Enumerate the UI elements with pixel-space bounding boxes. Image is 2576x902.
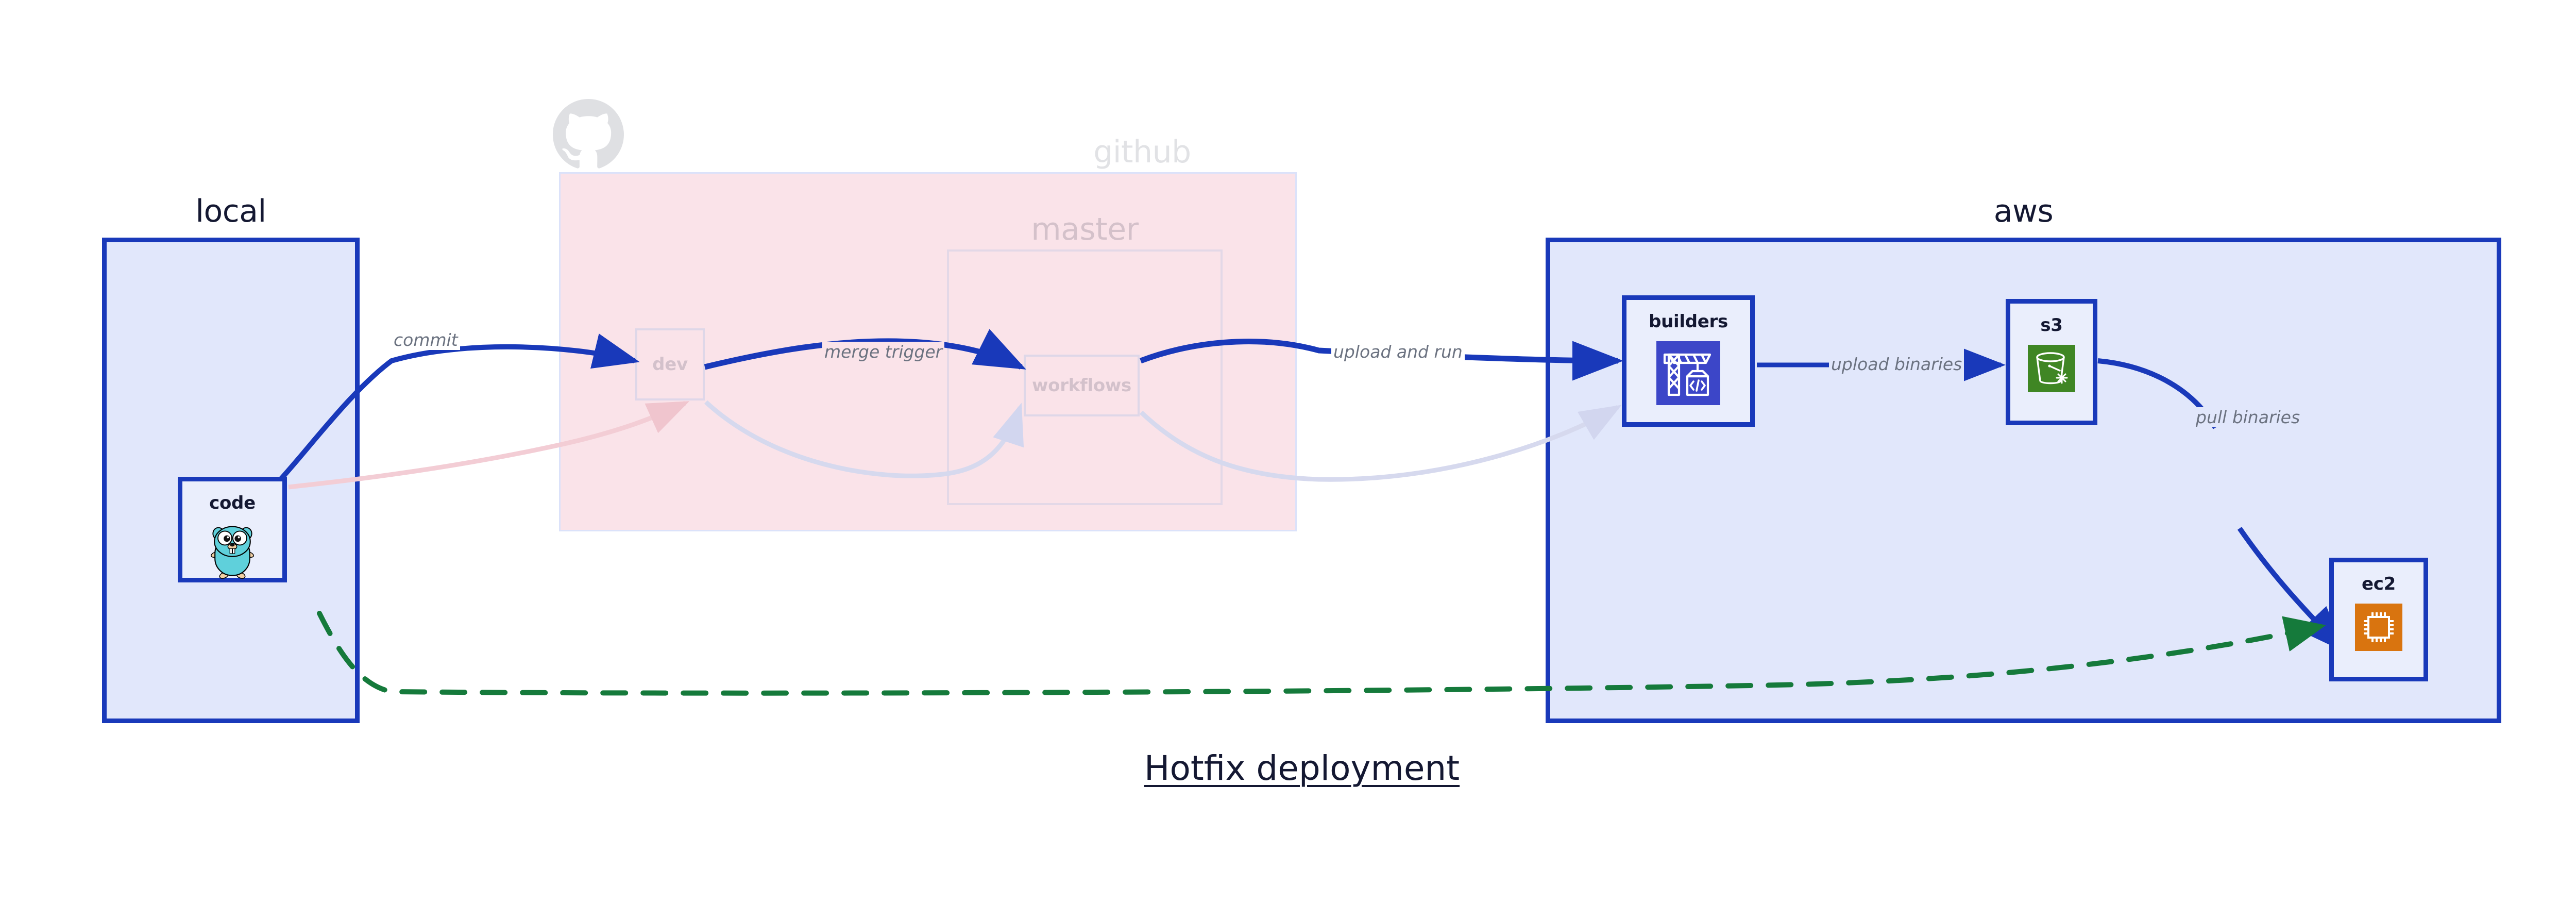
github-mark-icon <box>553 99 624 170</box>
edge-label-upload-binaries: upload binaries <box>1829 354 1964 374</box>
node-workflows-label: workflows <box>1032 375 1131 396</box>
edge-label-merge-trigger: merge trigger <box>822 342 945 362</box>
aws-ec2-cpu-chip-icon <box>2355 604 2402 653</box>
node-workflows[interactable]: workflows <box>1024 355 1140 416</box>
edge-label-upload-and-run: upload and run <box>1331 342 1465 362</box>
node-s3-label: s3 <box>2040 315 2063 336</box>
node-ec2[interactable]: ec2 <box>2329 558 2428 681</box>
aws-codebuild-crane-icon <box>1656 341 1720 407</box>
edge-label-pull-binaries: pull binaries <box>2194 407 2302 427</box>
go-gopher-icon <box>207 523 258 582</box>
group-label-master: master <box>1031 211 1139 247</box>
group-label-aws: aws <box>1993 193 2054 229</box>
node-code[interactable]: code <box>178 477 287 582</box>
node-s3[interactable]: s3 <box>2006 299 2097 425</box>
node-dev[interactable]: dev <box>635 328 705 400</box>
group-label-local: local <box>195 193 266 229</box>
group-master <box>947 249 1223 505</box>
node-dev-label: dev <box>652 354 688 375</box>
edge-label-commit: commit <box>392 330 460 350</box>
diagram-title-text: Hotfix deployment <box>1144 748 1460 788</box>
node-builders[interactable]: builders <box>1622 295 1755 427</box>
diagram-title: Hotfix deployment <box>0 748 2576 788</box>
group-label-github: github <box>1093 134 1191 170</box>
node-ec2-label: ec2 <box>2362 574 2396 594</box>
node-builders-label: builders <box>1649 311 1728 332</box>
aws-s3-glacier-bucket-icon <box>2028 345 2075 394</box>
node-code-label: code <box>209 493 256 513</box>
